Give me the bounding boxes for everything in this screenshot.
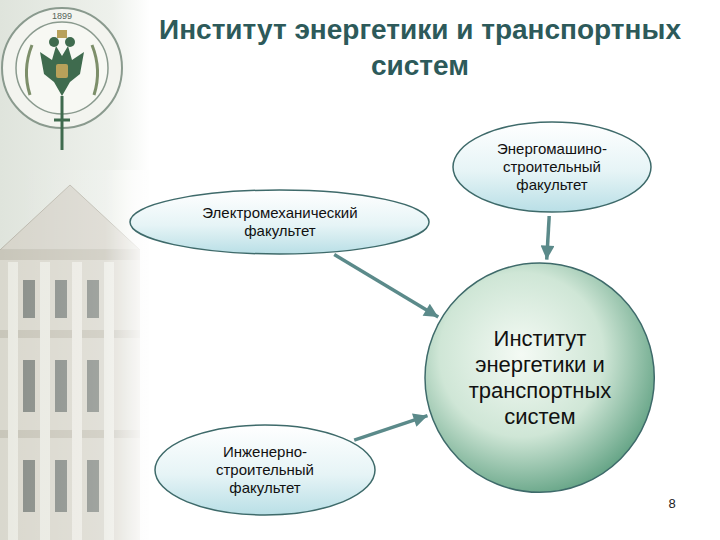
node-text: Электромеханический факультет bbox=[180, 204, 380, 240]
slide-title: Институт энергетики и транспортных систе… bbox=[140, 12, 700, 84]
faculty-ellipse: Энергомашино- строительный факультет bbox=[452, 121, 652, 213]
emblem-year: 1899 bbox=[44, 11, 80, 21]
node-text: Инженерно- строительный факультет bbox=[206, 443, 324, 497]
building-picture bbox=[0, 170, 150, 540]
arrow-connector bbox=[354, 416, 427, 441]
arrow-connector bbox=[334, 255, 438, 317]
arrow-connector bbox=[547, 216, 549, 260]
university-emblem bbox=[2, 8, 122, 150]
faculty-ellipse: Инженерно- строительный факультет bbox=[154, 424, 376, 516]
faculty-ellipse: Электромеханический факультет bbox=[129, 189, 430, 255]
side-strip bbox=[0, 0, 150, 540]
institute-circle: Институт энергетики и транспортных систе… bbox=[424, 262, 655, 493]
node-text: Институт энергетики и транспортных систе… bbox=[450, 326, 630, 430]
page-number: 8 bbox=[660, 496, 684, 512]
node-text: Энергомашино- строительный факультет bbox=[490, 140, 615, 194]
